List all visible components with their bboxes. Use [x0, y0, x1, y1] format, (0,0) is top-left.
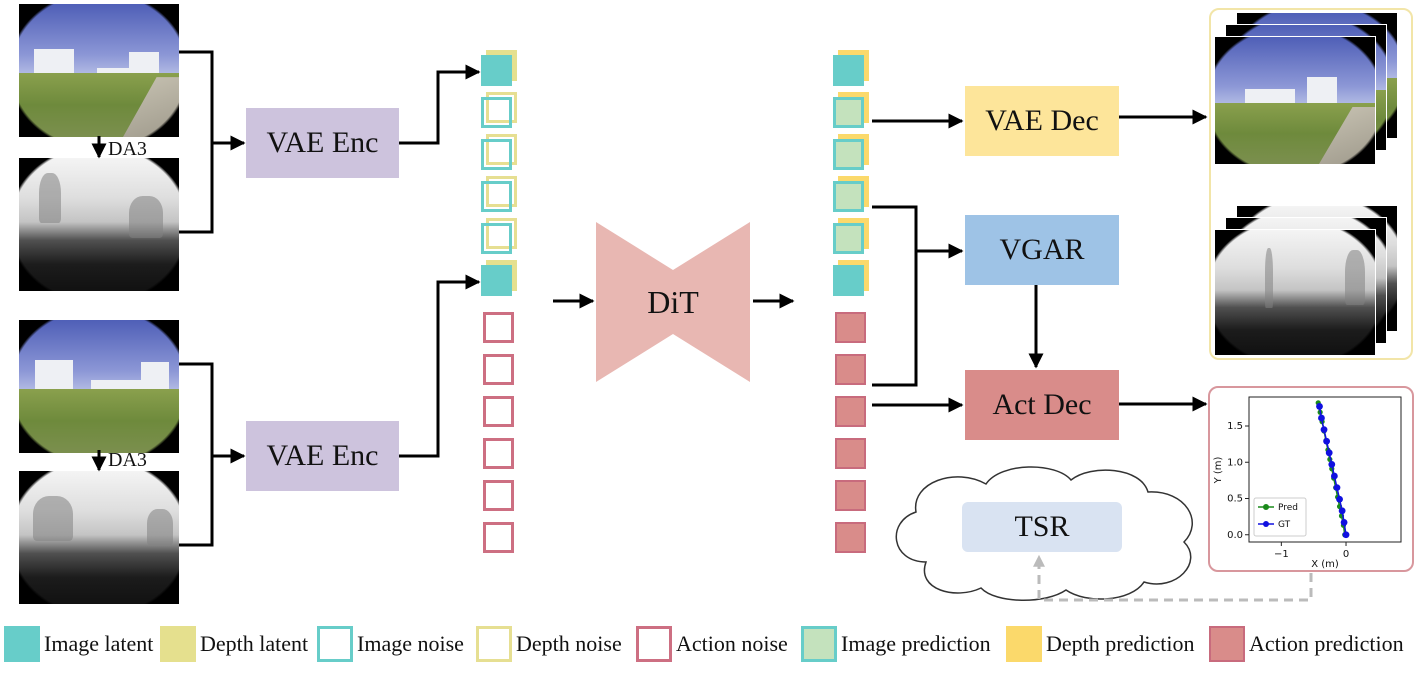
series-point-gt — [1333, 484, 1341, 492]
legend-label: Image prediction — [841, 631, 991, 656]
legend-label: Depth prediction — [1046, 631, 1195, 656]
action-decoder: Act Dec — [965, 370, 1119, 440]
image-prediction-token — [833, 181, 864, 212]
image-noise-token — [481, 223, 512, 254]
series-point-gt — [1328, 461, 1336, 468]
series-point-gt — [1320, 426, 1328, 434]
depth-estimation-label-top: DA3 — [108, 138, 147, 160]
legend-pred: Pred — [1278, 503, 1298, 513]
dit-block — [596, 222, 750, 382]
y-axis-label: Y (m) — [1213, 456, 1224, 484]
legend-swatch-depth-latent — [160, 626, 196, 662]
legend-swatch-depth-noise — [476, 626, 512, 662]
legend-swatch-image-noise — [317, 626, 353, 662]
legend-item-depth-prediction: Depth prediction — [1006, 626, 1194, 662]
action-noise-token — [483, 438, 514, 469]
depth-noise-token — [486, 92, 517, 123]
image-latent-token — [481, 55, 512, 86]
legend-item-image-noise: Image noise — [317, 626, 464, 662]
legend-item-depth-latent: Depth latent — [160, 626, 308, 662]
legend-item-depth-noise: Depth noise — [476, 626, 622, 662]
series-point-gt — [1338, 507, 1346, 515]
action-noise-token — [483, 396, 514, 427]
input-rgb-image-bottom — [19, 320, 179, 453]
y-tick-label: 0.0 — [1227, 530, 1243, 541]
image-prediction-token — [833, 223, 864, 254]
y-tick-label: 1.0 — [1227, 457, 1243, 468]
action-prediction-token — [835, 312, 866, 343]
series-point-gt — [1316, 403, 1323, 410]
predicted-rgb-frame-front — [1214, 36, 1376, 165]
image-noise-token — [481, 181, 512, 212]
image-latent-token — [833, 55, 864, 86]
legend-swatch-image-prediction — [801, 626, 837, 662]
series-point-gt — [1340, 519, 1348, 526]
series-point-gt — [1323, 437, 1331, 445]
image-noise-token — [481, 139, 512, 170]
legend-label: Image latent — [44, 631, 154, 656]
legend-label: Depth noise — [516, 631, 622, 656]
legend-label: Action prediction — [1249, 631, 1404, 656]
action-noise-token — [483, 522, 514, 553]
series-point-gt — [1325, 449, 1333, 457]
legend-label: Action noise — [676, 631, 788, 656]
depth-estimation-label-bottom: DA3 — [108, 449, 147, 471]
x-tick-label: 0 — [1343, 549, 1349, 560]
series-point-gt — [1330, 472, 1338, 480]
action-noise-token — [483, 480, 514, 511]
legend-item-image-latent: Image latent — [4, 626, 153, 662]
legend-label: Depth latent — [200, 631, 309, 656]
vae-encoder-top: VAE Enc — [246, 108, 399, 178]
input-rgb-image-top — [19, 4, 179, 137]
depth-noise-token — [486, 218, 517, 249]
tsr-module: TSR — [962, 502, 1122, 552]
predicted-depth-frame-front — [1214, 229, 1376, 356]
legend-item-image-prediction: Image prediction — [801, 626, 991, 662]
legend-swatch-action-prediction — [1209, 626, 1245, 662]
input-depth-image-bottom — [19, 471, 179, 604]
action-prediction-token — [835, 522, 866, 553]
image-noise-token — [481, 97, 512, 128]
vae-encoder-bottom: VAE Enc — [246, 421, 399, 491]
image-latent-token — [833, 265, 864, 296]
x-tick-label: −1 — [1274, 549, 1289, 560]
legend-item-action-noise: Action noise — [636, 626, 788, 662]
legend-swatch-image-latent — [4, 626, 40, 662]
depth-noise-token — [486, 134, 517, 165]
x-axis-label: X (m) — [1311, 559, 1339, 570]
vae-decoder: VAE Dec — [965, 86, 1119, 156]
action-prediction-token — [835, 396, 866, 427]
legend-label: Image noise — [357, 631, 464, 656]
series-point-gt — [1342, 531, 1350, 539]
image-prediction-token — [833, 97, 864, 128]
legend-swatch-depth-prediction — [1006, 626, 1042, 662]
action-prediction-token — [835, 438, 866, 469]
action-prediction-token — [835, 480, 866, 511]
series-point-gt — [1318, 414, 1325, 422]
predicted-frames-panel — [1209, 8, 1413, 360]
action-noise-token — [483, 354, 514, 385]
trajectory-plot: −1 0 0.0 0.5 1.0 1.5 X (m) Y (m) Pred GT — [1213, 396, 1402, 570]
dit-label: DiT — [647, 283, 699, 320]
action-noise-token — [483, 312, 514, 343]
depth-noise-token — [486, 176, 517, 207]
series-point-gt — [1336, 495, 1343, 503]
vgar-module: VGAR — [965, 215, 1119, 285]
image-prediction-token — [833, 139, 864, 170]
y-tick-label: 0.5 — [1227, 494, 1243, 505]
action-prediction-token — [835, 354, 866, 385]
input-depth-image-top — [19, 158, 179, 291]
legend-item-action-prediction: Action prediction — [1209, 626, 1404, 662]
image-latent-token — [481, 265, 512, 296]
y-tick-label: 1.5 — [1227, 421, 1243, 432]
legend-swatch-action-noise — [636, 626, 672, 662]
trajectory-plot-panel — [1208, 386, 1414, 572]
plot-legend: Pred GT — [1253, 497, 1307, 537]
legend-gt: GT — [1278, 520, 1291, 530]
